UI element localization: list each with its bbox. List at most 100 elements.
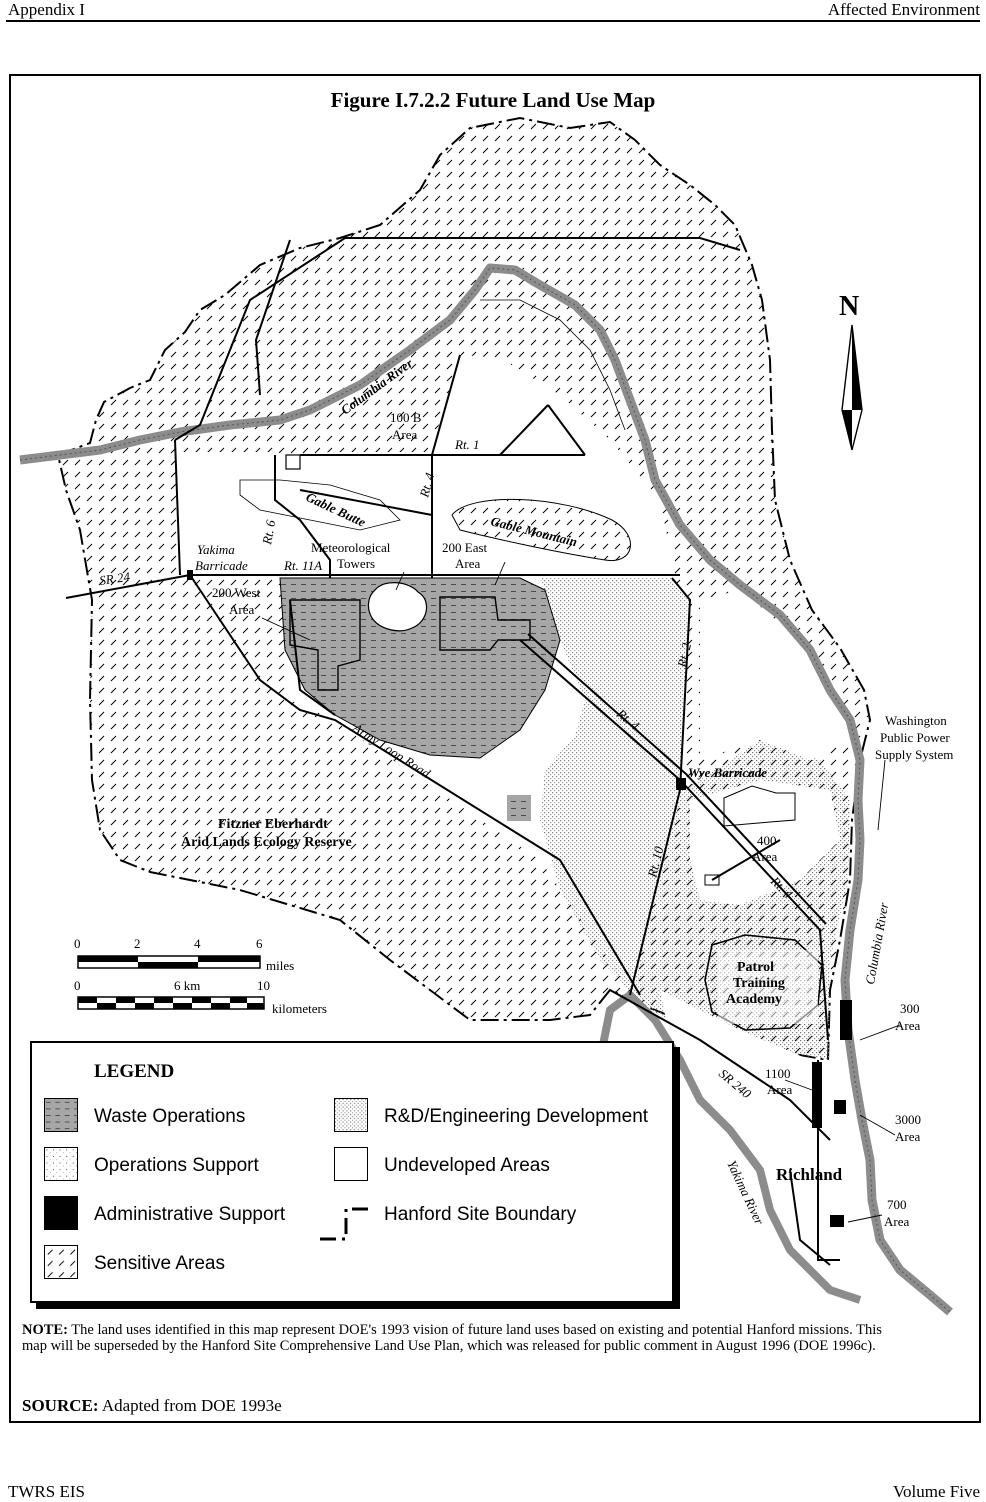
- blank-icon: [334, 1147, 368, 1181]
- label-area-3000-2: Area: [895, 1129, 920, 1144]
- met-towers-blob: [367, 582, 428, 632]
- 100b-area-marker: [285, 454, 301, 470]
- footer-left: TWRS EIS: [8, 1482, 85, 1501]
- label-wppss-2: Public Power: [880, 730, 950, 745]
- label-area-700-1: 700: [887, 1197, 907, 1212]
- label-alers-1: Fitzner Eberhardt: [218, 817, 328, 832]
- gable-mountain: [451, 498, 631, 561]
- undeveloped-east: [700, 590, 850, 760]
- dash-icon: [44, 1245, 78, 1279]
- label-rt4-north: Rt. 4: [416, 471, 437, 500]
- note-lead: NOTE:: [22, 1322, 68, 1338]
- waste-block-south: [507, 795, 531, 821]
- sr240-road: [609, 989, 831, 1141]
- label-area-100b-1: 100 B: [390, 410, 422, 425]
- legend-item-undeveloped: Undeveloped Areas: [384, 1155, 550, 1176]
- label-area-400-2: Area: [752, 849, 777, 864]
- label-met-towers-1: Meteorological: [311, 540, 391, 555]
- stipple-icon: [334, 1098, 368, 1132]
- ops-300-block: [840, 1000, 852, 1040]
- label-north-arrow: N: [839, 291, 859, 322]
- label-area-300-2: Area: [895, 1018, 920, 1033]
- army-loop-road: [189, 574, 641, 996]
- scale-km-tick-0: 0: [74, 978, 81, 993]
- waste-operations-zone: [279, 577, 561, 759]
- note-text: The land uses identified in this map rep…: [22, 1322, 882, 1354]
- waste-icon: [44, 1098, 78, 1132]
- legend-item-waste: Waste Operations: [94, 1106, 246, 1127]
- 200-east-outline: [439, 596, 531, 651]
- label-met-towers-2: Towers: [337, 556, 375, 571]
- boundary-line-icon: [320, 1207, 372, 1241]
- label-area-300-1: 300: [900, 1001, 920, 1016]
- label-sr24: SR 24: [98, 569, 131, 588]
- label-area-100b-2: Area: [392, 427, 417, 442]
- label-patrol-3: Academy: [726, 992, 782, 1007]
- label-area-1100-1: 1100: [765, 1066, 791, 1081]
- rt4-diag-road: [519, 639, 829, 1041]
- columbia-floodplain: [480, 299, 626, 431]
- rt6-road: [274, 455, 331, 578]
- header-left: Appendix I: [8, 0, 85, 19]
- label-wye-barricade: Wye Barricade: [688, 765, 767, 780]
- scale-km-tick-10: 10: [257, 978, 270, 993]
- legend-title: LEGEND: [94, 1061, 175, 1082]
- rt4-diag-road-2: [527, 633, 827, 925]
- label-patrol-2: Training: [733, 976, 785, 991]
- solid-icon: [44, 1196, 78, 1230]
- label-yakima-barricade-2: Barricade: [195, 558, 248, 573]
- main-boundary-road: [174, 439, 181, 576]
- yakima-river: [596, 991, 862, 1304]
- rt10-road: [629, 789, 681, 996]
- richland-road-2: [789, 1169, 831, 1266]
- label-wppss-1: Washington: [885, 713, 947, 728]
- admin-1100-block: [812, 1062, 822, 1128]
- label-richland: Richland: [776, 1165, 843, 1184]
- label-area-400-1: 400: [757, 833, 777, 848]
- label-area-200west-1: 200 West: [212, 585, 261, 600]
- header-right: Affected Environment: [827, 0, 980, 19]
- scale-miles-tick-0: 0: [74, 936, 81, 951]
- road-400: [711, 839, 781, 881]
- label-area-200east-1: 200 East: [442, 540, 488, 555]
- legend-item-sensitive: Sensitive Areas: [94, 1253, 225, 1274]
- legend-item-admin: Administrative Support: [94, 1204, 286, 1225]
- map-source: SOURCE: Adapted from DOE 1993e: [22, 1396, 282, 1416]
- dots-icon: [44, 1147, 78, 1181]
- scale-bar-km: [77, 996, 265, 1010]
- admin-700-block: [830, 1215, 844, 1227]
- wye-barricade-marker: [676, 778, 686, 790]
- scale-miles-tick-4: 4: [194, 936, 201, 951]
- label-wppss-3: Supply System: [875, 747, 953, 762]
- label-rt1: Rt. 1: [454, 437, 480, 452]
- gable-butte-ridge: [239, 479, 401, 531]
- scale-bar-miles: [77, 955, 261, 969]
- 200-west-outline: [289, 599, 361, 691]
- road-to-gable: [299, 489, 433, 516]
- scale-miles-tick-2: 2: [134, 936, 141, 951]
- legend-item-rd: R&D/Engineering Development: [384, 1106, 649, 1127]
- label-rt6: Rt. 6: [259, 518, 278, 546]
- road-d: [547, 404, 586, 456]
- army-loop-inner: [289, 599, 336, 716]
- legend-item-boundary: Hanford Site Boundary: [384, 1204, 577, 1225]
- columbia-river: [19, 263, 953, 1316]
- rt2-road: [671, 577, 692, 791]
- map-note: NOTE: The land uses identified in this m…: [22, 1322, 882, 1354]
- site-divider: [254, 239, 291, 396]
- label-area-200east-2: Area: [455, 556, 480, 571]
- header-rule: [6, 20, 980, 22]
- label-yakima-barricade-1: Yakima: [197, 542, 235, 557]
- label-rt2: Rt. 2: [674, 641, 694, 670]
- figure-title: Figure I.7.2.2 Future Land Use Map: [330, 88, 656, 112]
- road-c: [499, 404, 549, 456]
- road-b: [431, 354, 461, 456]
- north-arrow: [841, 324, 863, 451]
- legend-item-ops-support: Operations Support: [94, 1155, 259, 1176]
- label-alers-2: Arid Lands Ecology Reserve: [181, 835, 352, 850]
- north-road: [174, 237, 741, 441]
- label-rt11a: Rt. 11A: [283, 558, 322, 573]
- source-lead: SOURCE:: [22, 1396, 99, 1415]
- label-patrol-1: Patrol: [737, 960, 774, 975]
